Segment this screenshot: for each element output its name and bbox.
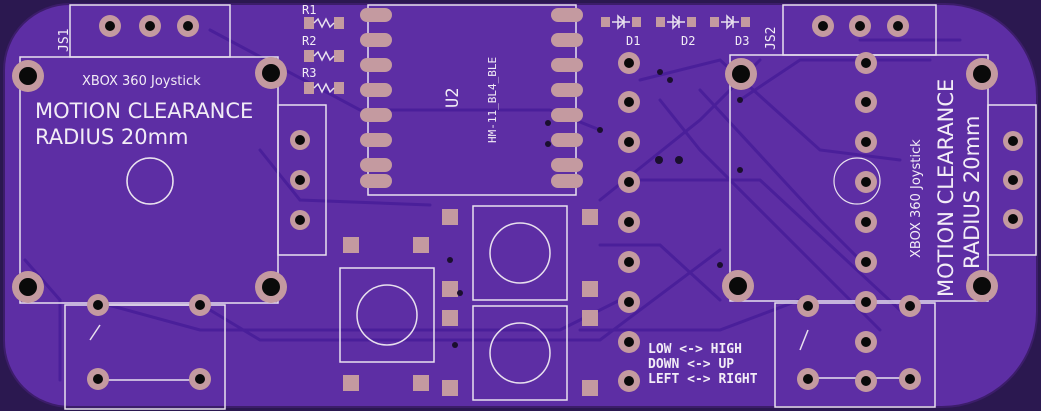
resistor-r3: R3 [302,66,344,94]
switch-bottom [442,305,598,401]
js1-label: JS1 [57,29,72,52]
ble-module-u2: U2 HM-11_BL4_BLE [360,4,583,196]
clearance-left-line1: MOTION CLEARANCE [35,99,253,123]
mount-hole-right-bl [722,270,754,302]
d1-label: D1 [626,34,640,48]
mount-hole-left-br [255,271,287,303]
tactile-switches [339,205,598,401]
r2-label: R2 [302,34,316,48]
d2-label: D2 [681,34,695,48]
led-d3: D3 [710,14,750,48]
legend-line2: DOWN <-> UP [648,357,734,372]
js2-label: JS2 [764,27,779,50]
legend-line1: LOW <-> HIGH [648,342,742,357]
js1-top-pads [99,15,199,37]
r1-label: R1 [302,3,316,17]
js2-button-pads [797,295,921,390]
clearance-left-line2: RADIUS 20mm [35,125,188,149]
js2-side-pads [1003,131,1023,229]
legend-line3: LEFT <-> RIGHT [648,372,758,387]
clearance-right-line2: RADIUS 20mm [960,116,984,269]
clearance-right-line1: MOTION CLEARANCE [934,79,958,297]
mount-hole-right-tr [966,58,998,90]
joystick-right: JS2 XBOX 360 Joystick MOTION CLEARANCE R… [722,4,1037,408]
resistors: R1 R2 R3 [302,3,344,94]
mount-hole-left-tl [12,60,44,92]
js2-top-pads [812,15,909,37]
mount-hole-left-tr [255,57,287,89]
u2-left-pads [360,8,392,188]
js1-side-pads [290,130,310,230]
resistor-r2: R2 [302,34,344,62]
mount-hole-right-br [966,270,998,302]
joystick-left-title: XBOX 360 Joystick [82,74,201,89]
led-d1: D1 [601,14,641,48]
copper-traces [23,28,962,382]
d3-label: D3 [735,34,749,48]
joystick-right-center-circle [833,157,881,205]
led-d2: D2 [656,14,696,48]
mount-hole-right-tl [725,58,757,90]
js2-column-pads [855,52,877,392]
switch-left [339,237,435,391]
u2-label: U2 [443,88,463,108]
mount-hole-left-bl [12,271,44,303]
module-label: HM-11_BL4_BLE [486,57,499,143]
u2-right-pads [551,8,583,188]
vias [447,69,743,348]
joystick-left-center-circle [126,157,174,205]
switch-top [442,205,598,301]
js1-button-pads [87,294,211,390]
joystick-right-title: XBOX 360 Joystick [909,139,924,258]
resistor-r1: R1 [302,3,344,29]
axis-legend: LOW <-> HIGH DOWN <-> UP LEFT <-> RIGHT [648,342,758,387]
r3-label: R3 [302,66,316,80]
header-pins-center [618,52,640,392]
joystick-left: JS1 XBOX 360 Joystick MOTION CLEARANCE R… [12,4,327,410]
leds: D1 D2 D3 [601,14,750,48]
